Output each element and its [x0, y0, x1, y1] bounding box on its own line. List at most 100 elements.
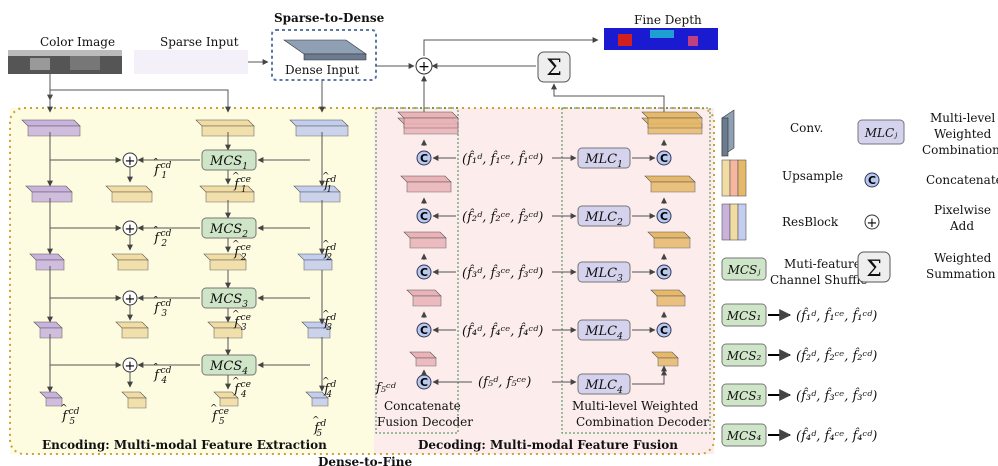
svg-text:Σ: Σ [546, 56, 562, 81]
legend-concat-label: Concatenate [926, 173, 998, 187]
fusion-block-2 [111, 253, 149, 271]
upsample-mlc-3 [647, 231, 691, 249]
dense-input-label: Dense Input [285, 63, 359, 77]
add-icon: + [122, 357, 138, 374]
svg-text:C: C [420, 266, 428, 279]
legend-mlc-desc-2: Weighted [934, 127, 992, 141]
mlc-module-4: MLC4 [577, 319, 631, 342]
legend-mlc-desc-3: Combination [922, 143, 998, 157]
svg-text:C: C [660, 210, 668, 223]
dense-to-fine-border [9, 107, 715, 455]
svg-text:MCS3: MCS3 [209, 292, 248, 310]
mcs-module-3: MCS3 [201, 287, 257, 310]
mcs-legend-row-4: MCS₄ (f̂₄ᵈ, f̂₄ᶜᵉ, f̂₄ᶜᵈ) [721, 423, 877, 447]
add-icon: + [122, 290, 138, 307]
mlc-decoder-box [561, 107, 711, 434]
svg-text:C: C [660, 324, 668, 337]
upsample-concat-top [397, 111, 459, 129]
mcs-module-2: MCS2 [201, 217, 257, 240]
svg-text:+: + [867, 216, 878, 231]
weighted-sum-icon: Σ [537, 51, 571, 83]
resblock-d-1 [289, 119, 349, 137]
upsample-mlc-5 [651, 351, 679, 367]
conv-icon [721, 109, 735, 157]
svg-text:C: C [420, 376, 428, 389]
feature-tuple-4: (f̂₄ᵈ, f̂₄ᶜᵉ, f̂₄ᶜᵈ) [462, 322, 543, 339]
add-icon: + [122, 220, 138, 237]
mlc-module-2: MLC2 [577, 205, 631, 228]
svg-text:+: + [125, 359, 136, 374]
fusion-block-4 [121, 391, 147, 409]
color-image-input [8, 50, 122, 74]
legend-conv-label: Conv. [790, 121, 823, 135]
feature-tuple-2: (f̂₂ᵈ, f̂₂ᶜᵉ, f̂₂ᶜᵈ) [462, 208, 543, 225]
upsample-mlc-2 [644, 175, 696, 193]
add-icon: + [122, 152, 138, 169]
svg-text:MCS₁: MCS₁ [726, 309, 762, 323]
concat-decoder-box [375, 107, 459, 434]
concat-icon: C [864, 172, 880, 188]
svg-text:C: C [420, 152, 428, 165]
mlc-module-1: MLC1 [577, 147, 631, 170]
upsample-concat-2 [400, 175, 452, 193]
svg-text:MCS₂: MCS₂ [726, 349, 762, 363]
svg-text:C: C [660, 266, 668, 279]
svg-text:C: C [868, 174, 876, 187]
svg-text:MCSⱼ: MCSⱼ [727, 263, 762, 277]
resblock-rgb-2 [25, 185, 73, 203]
svg-text:MCS₄: MCS₄ [726, 429, 762, 443]
feature-tuple-3: (f̂₃ᵈ, f̂₃ᶜᵉ, f̂₃ᶜᵈ) [462, 264, 543, 281]
legend-resblock-label: ResBlock [782, 215, 839, 229]
fine-depth-image [604, 28, 718, 50]
decoder-caption: Decoding: Multi-modal Feature Fusion [418, 438, 678, 452]
upsample-icon [721, 159, 747, 197]
mcs-legend-icon: MCSⱼ [721, 257, 767, 281]
fine-depth-label: Fine Depth [634, 13, 702, 27]
resblock-icon [721, 203, 747, 241]
legend-weighted-1: Weighted [934, 251, 992, 265]
add-icon: + [864, 214, 880, 231]
svg-text:(f̂₄ᵈ, f̂₄ᶜᵉ, f̂₄ᶜᵈ): (f̂₄ᵈ, f̂₄ᶜᵉ, f̂₄ᶜᵈ) [796, 427, 877, 444]
fusion-block-1 [105, 185, 153, 203]
bottom-caption: Dense-to-Fine [318, 455, 412, 466]
resblock-d-3 [297, 253, 333, 271]
svg-text:(f̂₁ᵈ, f̂₁ᶜᵉ, f̂₁ᶜᵈ): (f̂₁ᵈ, f̂₁ᶜᵉ, f̂₁ᶜᵈ) [796, 307, 877, 324]
dense-input-block [283, 39, 367, 61]
mcs-module-4: MCS4 [201, 354, 257, 377]
decoder-region [374, 108, 714, 454]
resblock-d-2 [293, 185, 341, 203]
svg-text:MLC4: MLC4 [584, 324, 623, 342]
concat-decoder-label-2: Fusion Decoder [377, 415, 473, 429]
concat-icon: C [656, 150, 672, 166]
svg-text:MCS₃: MCS₃ [726, 389, 762, 403]
mcs-module-1: MCS1 [201, 149, 257, 172]
mcs-legend-row-2: MCS₂(f̂₂ᵈ, f̂₂ᶜᵉ, f̂₂ᶜᵈ) [721, 343, 877, 367]
concat-decoder-label-1: Concatenate [384, 399, 461, 413]
concat-icon: C [416, 374, 432, 390]
sparse-input-image [134, 50, 248, 74]
svg-text:MLC4: MLC4 [584, 378, 623, 396]
upsample-concat-3 [403, 231, 447, 249]
svg-text:MLCⱼ: MLCⱼ [864, 126, 898, 140]
svg-text:C: C [660, 152, 668, 165]
legend-pixelwise-2: Add [949, 219, 974, 233]
svg-text:MLC2: MLC2 [584, 210, 623, 228]
upsample-mlc-4 [650, 289, 686, 307]
upsample-mlc-top [641, 111, 703, 129]
upsample-concat-5 [409, 351, 437, 367]
sparse-to-dense-box [271, 29, 377, 81]
mlc-decoder-label-2: Combination Decoder [576, 415, 709, 429]
svg-text:+: + [418, 59, 430, 75]
svg-text:C: C [420, 210, 428, 223]
